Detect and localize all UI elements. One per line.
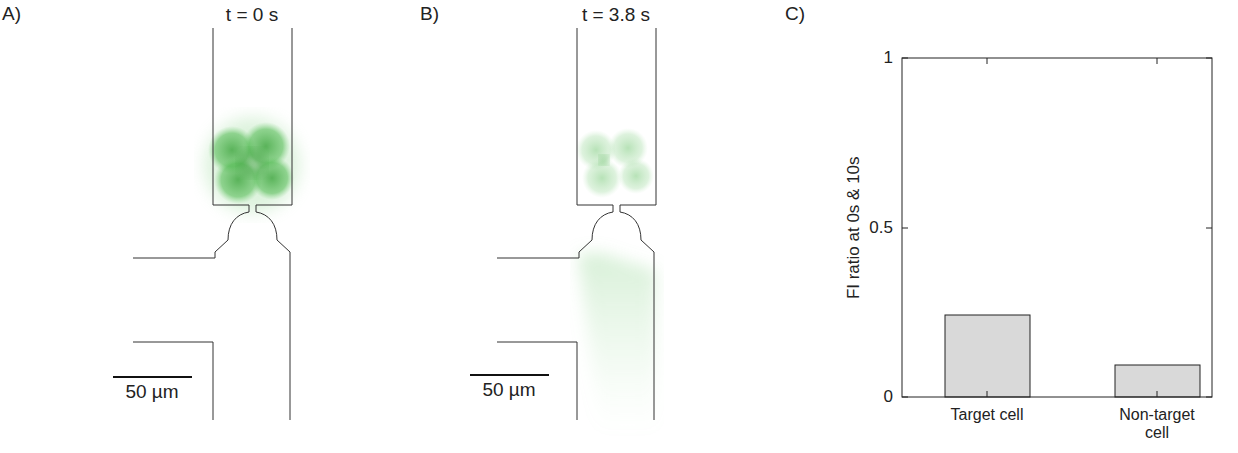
time-label: t = 0 s bbox=[226, 4, 278, 26]
category-label: Target cell bbox=[951, 406, 1024, 424]
panel-letter: C) bbox=[785, 3, 805, 25]
tick-label: 1 bbox=[884, 48, 893, 68]
panel-letter: B) bbox=[420, 3, 439, 25]
faded-cell-cluster bbox=[576, 128, 656, 430]
channel-outline bbox=[133, 28, 292, 420]
tick-label: 0.5 bbox=[869, 218, 893, 238]
axis-title: FI ratio at 0s & 10s bbox=[843, 157, 863, 300]
bar-chart bbox=[902, 58, 1212, 397]
channel-outline bbox=[497, 28, 656, 420]
category-label: Non-target cell bbox=[1117, 406, 1197, 443]
scale-label: 50 µm bbox=[482, 379, 535, 401]
tick-label: 0 bbox=[884, 387, 893, 407]
scale-bar bbox=[113, 376, 192, 378]
time-label: t = 3.8 s bbox=[582, 4, 650, 26]
panel-letter: A) bbox=[2, 3, 21, 25]
scale-bar bbox=[470, 374, 549, 376]
scale-label: 50 µm bbox=[125, 381, 178, 403]
cell-cluster bbox=[204, 117, 300, 213]
